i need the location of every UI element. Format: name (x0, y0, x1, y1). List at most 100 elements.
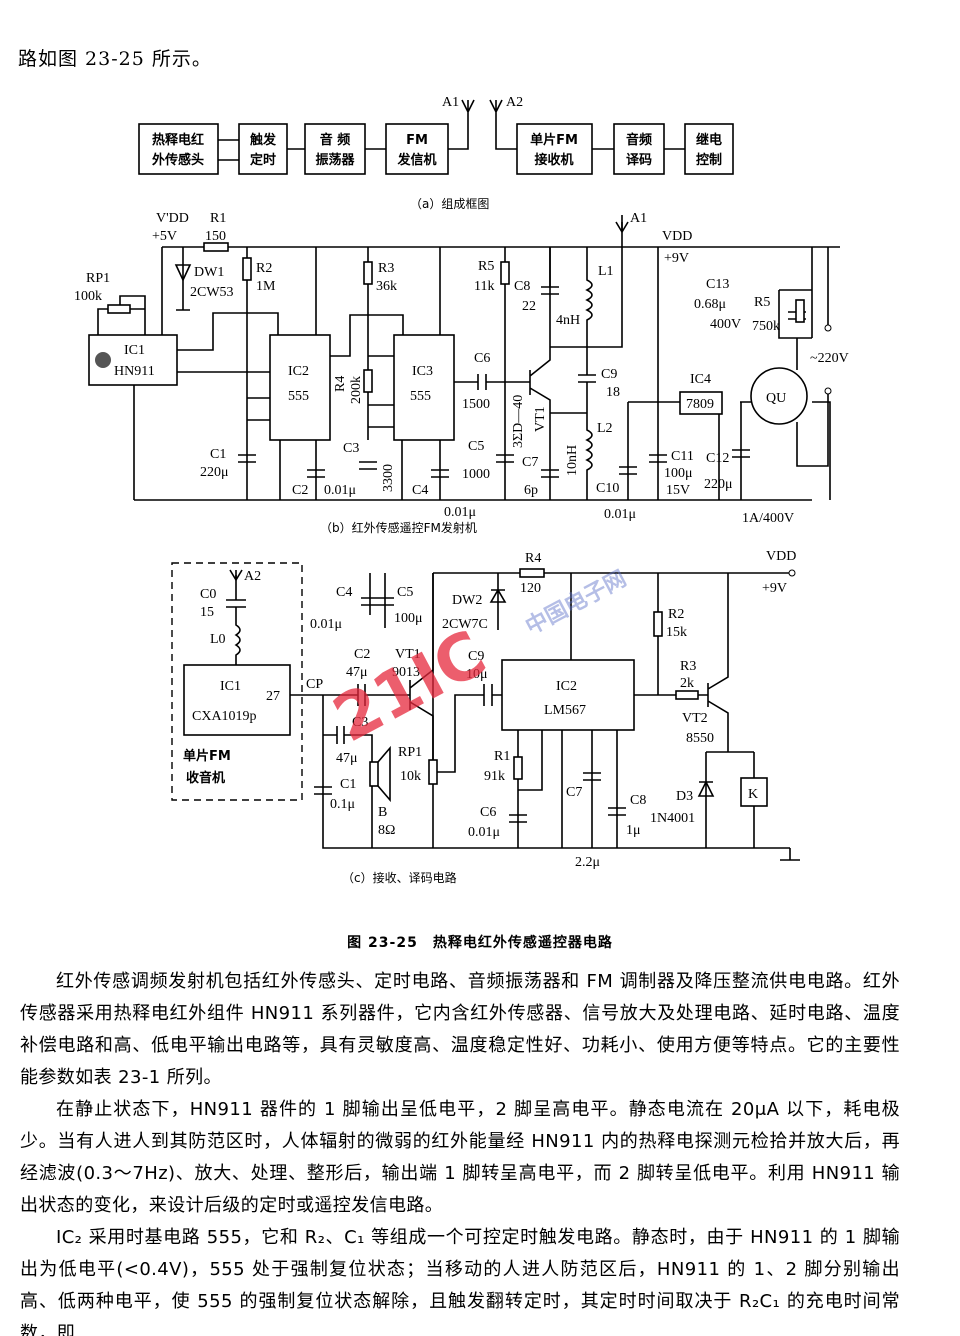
block-fm-receiver (516, 123, 593, 175)
label: +9V (664, 251, 689, 266)
fm-radio-module-box (171, 562, 303, 801)
label: C4 (412, 483, 428, 498)
capacitors-c4-c5 (361, 573, 394, 628)
label: 0.01μ (310, 617, 342, 632)
label: 9013 (392, 665, 420, 680)
block-label: 振荡器 (315, 152, 355, 168)
caption-a: （a）组成框图 (410, 197, 489, 211)
label: 750k (752, 319, 780, 334)
block-diagram: 热释电红 外传感头 触发 定时 音 频 振荡器 FM 发信机 单片FM 接收机 … (138, 95, 734, 211)
label: A2 (244, 569, 261, 584)
label: 0.1μ (330, 797, 355, 812)
paragraph-3: IC₂ 采用时基电路 555，它和 R₂、C₁ 等组成一个可控定时触发电路。静态… (20, 1227, 900, 1336)
block-label: 控制 (696, 152, 722, 168)
label: R1 (210, 211, 226, 226)
label: C10 (596, 481, 619, 496)
block-label: 音频 (626, 132, 652, 148)
potentiometer-rp1 (428, 759, 438, 785)
capacitor-c1 (238, 454, 256, 463)
label: 单片FM (183, 748, 231, 764)
label: 10k (400, 769, 421, 784)
label: 收音机 (186, 770, 225, 786)
label: 0.01μ (468, 825, 500, 840)
mains-terminal[interactable] (824, 324, 832, 332)
block-label: 音 频 (320, 132, 351, 148)
antenna-label: A1 (442, 95, 459, 110)
label: 47μ (336, 751, 358, 766)
block-label: 外传感头 (151, 152, 204, 168)
label: 555 (288, 389, 309, 404)
block-label: 触发 (249, 132, 277, 148)
label: R3 (680, 659, 696, 674)
label: C8 (514, 279, 530, 294)
label: D3 (676, 789, 693, 804)
label: L1 (598, 264, 614, 279)
label: R2 (256, 261, 272, 276)
label: 8550 (686, 731, 714, 746)
label: 10μ (466, 667, 488, 682)
label: 100μ (664, 466, 693, 481)
label: 91k (484, 769, 505, 784)
label: V'DD (156, 211, 189, 226)
capacitor-c7 (583, 772, 601, 781)
capacitor-c7 (541, 469, 559, 478)
label: C1 (210, 447, 226, 462)
zener-dw2-icon (489, 573, 507, 630)
capacitor-c1 (314, 786, 332, 795)
label: 2CW7C (442, 617, 488, 632)
label: 1A/400V (742, 511, 794, 526)
transistor-vt1-icon (505, 247, 587, 500)
vdd-terminal[interactable] (788, 569, 796, 577)
label: HN911 (114, 364, 155, 379)
ic2-lm567 (501, 659, 635, 731)
resistor-r2 (242, 257, 252, 281)
label: 3ΣD—40 (511, 395, 526, 448)
capacitor-c8 (541, 247, 559, 295)
resistor-r4 (519, 568, 545, 578)
antenna-a1-icon (448, 99, 475, 150)
receiver-circuit: A2 C0 15 L0 IC1 CXA1019p 27 单片FM 收音机 CP … (171, 549, 800, 885)
label: C5 (468, 439, 484, 454)
label: CXA1019p (192, 709, 257, 724)
label: 36k (376, 279, 397, 294)
resistor-r3 (675, 690, 699, 700)
label: 4nH (556, 313, 580, 328)
block-trigger-timer (238, 123, 288, 175)
potentiometer-rp1 (107, 304, 131, 314)
block-label: 继电 (696, 132, 722, 148)
label: 120 (520, 581, 541, 596)
label: 15k (666, 625, 687, 640)
label: IC1 (124, 343, 145, 358)
mains-terminal[interactable] (824, 387, 832, 395)
label: K (748, 787, 758, 802)
label: 22 (522, 299, 536, 314)
label: 1M (256, 279, 276, 294)
label: C0 (200, 587, 216, 602)
label: IC4 (690, 372, 711, 387)
label: RP1 (398, 745, 422, 760)
diode-d3-icon (697, 780, 715, 797)
label: C9 (601, 367, 617, 382)
label: +5V (152, 229, 177, 244)
resistor-r1 (513, 756, 523, 780)
capacitor-c2 (307, 469, 325, 478)
label: 18 (606, 385, 620, 400)
label: RP1 (86, 271, 110, 286)
label: DW1 (194, 265, 224, 280)
label: IC3 (412, 364, 433, 379)
intro-line: 路如图 23-25 所示。 (18, 48, 212, 70)
label: ~220V (810, 351, 849, 366)
transmitter-circuit: V'DD +5V R1 150 DW1 2CW53 R2 1M RP1 100k… (74, 211, 849, 535)
label: 150 (205, 229, 226, 244)
inductor-l1-l2 (550, 215, 623, 500)
label: C6 (474, 351, 490, 366)
block-label: 译码 (626, 153, 652, 168)
label: 27 (266, 689, 280, 704)
label: 3300 (381, 464, 396, 492)
label: LM567 (544, 703, 586, 718)
label: 200k (349, 376, 364, 404)
resistor-r1 (203, 242, 229, 252)
label: 6p (524, 483, 538, 498)
regulator-ic4 (679, 391, 723, 415)
caption-b: （b）红外传感遥控FM发射机 (320, 520, 477, 535)
